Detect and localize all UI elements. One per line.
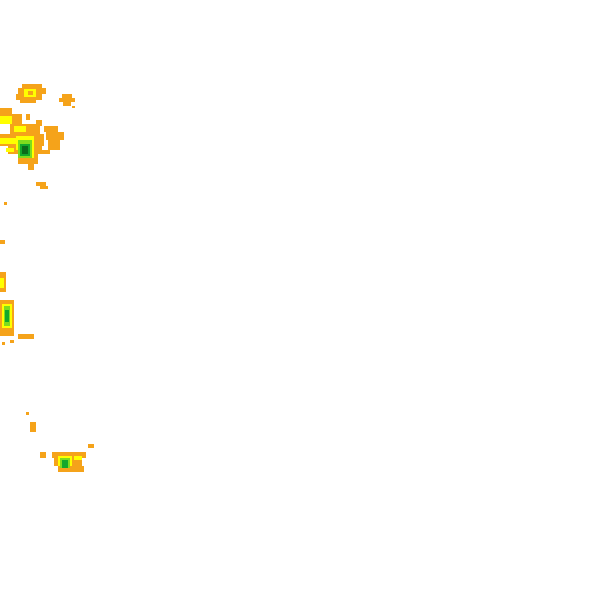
- light-precip-pixel: [26, 412, 29, 415]
- light-precip-pixel: [40, 186, 48, 189]
- moderate-precip-pixel: [0, 278, 4, 288]
- cell-northwest-main: [0, 108, 64, 170]
- cell-northwest-upper: [16, 84, 46, 103]
- light-precip-pixel: [4, 202, 7, 205]
- cell-west-band: [0, 272, 34, 345]
- light-precip-pixel: [52, 452, 86, 458]
- light-precip-pixel: [46, 132, 64, 140]
- cell-south-cluster: [52, 444, 94, 472]
- light-precip-pixel: [0, 108, 12, 114]
- light-precip-pixel: [18, 154, 38, 164]
- moderate-precip-pixel: [14, 126, 26, 132]
- moderate-precip-pixel: [6, 148, 14, 152]
- extreme-precip-pixel: [22, 146, 28, 154]
- light-precip-pixel: [28, 164, 34, 170]
- light-precip-pixel: [88, 444, 94, 448]
- moderate-precip-pixel: [74, 456, 82, 460]
- cell-northwest-small: [59, 94, 75, 108]
- very-heavy-precip-pixel: [62, 460, 68, 468]
- moderate-precip-pixel: [0, 138, 16, 144]
- cell-west-south: [26, 412, 46, 458]
- light-precip-pixel: [30, 422, 36, 432]
- light-precip-pixel: [20, 100, 36, 103]
- light-precip-pixel: [44, 126, 58, 132]
- light-precip-pixel: [72, 106, 75, 108]
- light-precip-pixel: [10, 340, 14, 343]
- cell-west-fragment: [0, 182, 48, 244]
- light-precip-pixel: [0, 240, 5, 244]
- light-precip-pixel: [40, 150, 50, 154]
- light-precip-pixel: [28, 91, 33, 95]
- light-precip-pixel: [22, 84, 42, 88]
- light-precip-pixel: [63, 102, 71, 106]
- light-precip-pixel: [18, 334, 34, 339]
- light-precip-pixel: [26, 114, 30, 120]
- light-precip-pixel: [36, 120, 42, 126]
- light-precip-pixel: [59, 98, 75, 102]
- light-precip-pixel: [40, 452, 46, 458]
- light-precip-pixel: [58, 466, 84, 472]
- light-precip-pixel: [2, 342, 5, 345]
- moderate-precip-pixel: [0, 116, 12, 124]
- light-precip-pixel: [48, 140, 60, 150]
- light-precip-pixel: [62, 94, 72, 98]
- very-heavy-precip-pixel: [5, 310, 9, 322]
- light-precip-pixel: [36, 182, 46, 186]
